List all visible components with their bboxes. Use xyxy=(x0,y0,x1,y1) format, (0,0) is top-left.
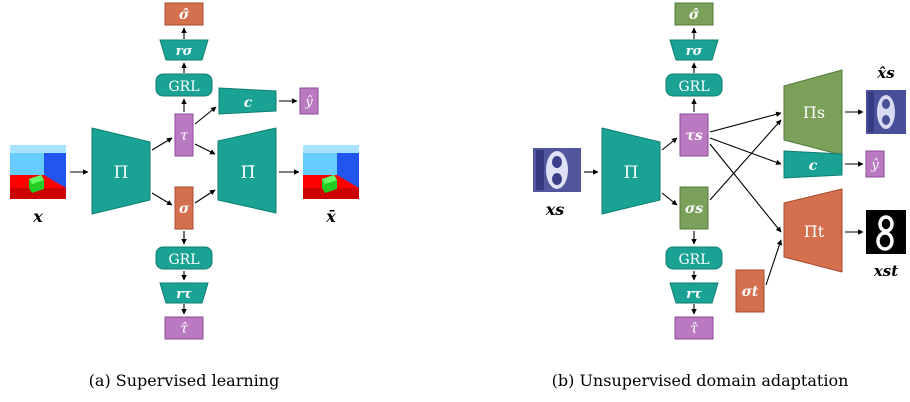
yhat-label-b: ŷ xyxy=(870,158,879,173)
sigma-box-b xyxy=(679,186,709,230)
grl-bottom-label-a: GRL xyxy=(168,252,199,268)
yhat-label-a: ŷ xyxy=(304,95,313,110)
r-sigma-block-a xyxy=(159,39,209,61)
tau-label-b: τs xyxy=(685,128,702,144)
encoder-label-b: Π xyxy=(624,163,639,183)
tau-hat-box-a xyxy=(164,316,204,340)
tau-hat-label-b: τ̂ xyxy=(690,321,698,337)
tau-hat-box-b xyxy=(674,316,714,340)
yhat-box-a xyxy=(299,87,319,115)
r-tau-label-b: rτ xyxy=(686,287,702,302)
input-label-x: x xyxy=(32,207,43,226)
output-label-xs-hat: x̂s xyxy=(876,64,895,82)
input-image-x xyxy=(10,145,66,199)
yhat-box-b xyxy=(865,150,885,178)
sigma-label-a: σ xyxy=(179,201,190,217)
caption-b: (b) Unsupervised domain adaptation xyxy=(552,371,849,390)
sigma-t-label: σt xyxy=(742,284,759,300)
tau-box-b xyxy=(679,113,709,157)
encoder-label-a: Π xyxy=(114,163,129,183)
arrows-b xyxy=(584,27,864,315)
grl-bottom-a xyxy=(155,246,213,270)
arrows-a xyxy=(70,27,300,315)
input-image-xs xyxy=(533,148,581,192)
decoder-pibar-a xyxy=(217,127,277,214)
sigma-hat-label-b: σ̂ xyxy=(689,7,700,23)
decoder-t-label: Π̄t xyxy=(804,222,825,241)
r-sigma-label-b: rσ xyxy=(686,44,703,59)
panel-b: xs Π τs σs Π̄s c Π̄t σt ŷ xyxy=(533,2,906,390)
input-label-xs: xs xyxy=(545,200,565,219)
output-label-xst: xst xyxy=(873,262,898,280)
classifier-c-b xyxy=(783,150,843,179)
grl-top-a xyxy=(155,73,213,97)
output-label-xbar: x̄ xyxy=(325,207,336,226)
r-tau-block-a xyxy=(159,282,209,304)
r-sigma-label-a: rσ xyxy=(176,44,193,59)
sigma-box-a xyxy=(174,186,194,230)
encoder-pi-b xyxy=(601,127,661,215)
sigma-hat-label-a: σ̂ xyxy=(179,7,190,23)
decoder-pibar-t xyxy=(783,188,843,273)
output-image-xst xyxy=(866,210,906,254)
sigma-hat-box-a xyxy=(164,2,204,26)
output-image-xs-hat xyxy=(866,90,906,134)
r-tau-block-b xyxy=(669,282,719,304)
grl-top-b xyxy=(665,73,723,97)
grl-bottom-b xyxy=(665,246,723,270)
output-image-xbar xyxy=(303,145,359,199)
grl-top-label-a: GRL xyxy=(168,79,199,95)
classifier-c-a xyxy=(218,87,277,115)
tau-hat-label-a: τ̂ xyxy=(180,321,188,337)
sigma-t-box xyxy=(735,269,765,313)
decoder-label-a: Π̄ xyxy=(241,163,256,183)
grl-bottom-label-b: GRL xyxy=(678,252,709,268)
sigma-hat-box-b xyxy=(674,2,714,26)
sigma-label-b: σs xyxy=(685,201,703,217)
decoder-s-label: Π̄s xyxy=(803,103,825,122)
tau-label-a: τ xyxy=(180,128,188,144)
panel-a: x Π τ σ Π̄ c ŷ x̄ σ̂ xyxy=(10,2,359,390)
classifier-label-a: c xyxy=(244,95,253,111)
r-tau-label-a: rτ xyxy=(176,287,192,302)
r-sigma-block-b xyxy=(669,39,719,61)
grl-top-label-b: GRL xyxy=(678,79,709,95)
tau-box-a xyxy=(174,113,194,157)
classifier-label-b: c xyxy=(809,158,818,174)
caption-a: (a) Supervised learning xyxy=(89,371,280,390)
encoder-pi-a xyxy=(91,127,151,215)
